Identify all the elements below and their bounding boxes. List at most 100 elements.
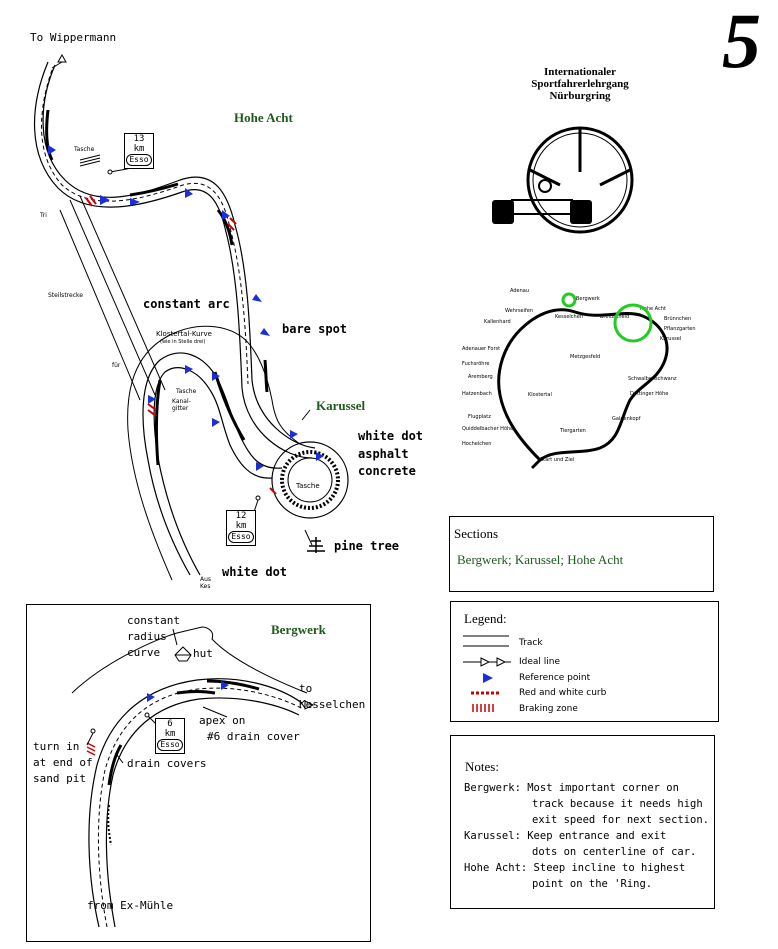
bergwerk-track-map: [71, 626, 315, 928]
svg-text:Klostertal: Klostertal: [528, 392, 552, 398]
svg-text:Döttinger Höhe: Döttinger Höhe: [630, 391, 668, 397]
legend-item-curb: Red and white curb: [519, 688, 607, 698]
notes-hohe-1: Steep incline to highest: [533, 862, 686, 874]
inset-to-kesselchen-2: Kesselchen: [299, 698, 366, 711]
km-marker-6: 6 km Esso: [155, 718, 185, 754]
inset-apex-2: #6 drain cover: [207, 730, 300, 743]
page-number: 5: [722, 0, 761, 84]
legend-symbols: [463, 635, 511, 712]
km-marker-13: 13 km Esso: [124, 133, 154, 169]
label-hohe-acht: Hohe Acht: [234, 110, 293, 125]
label-pine-tree: pine tree: [334, 539, 400, 553]
notes-karussel-2: dots on centerline of car.: [532, 846, 697, 858]
svg-text:Hocheichen: Hocheichen: [462, 441, 491, 447]
label-concrete: concrete: [358, 464, 416, 478]
svg-text:Karussel: Karussel: [660, 336, 681, 342]
legend-item-track: Track: [519, 638, 543, 648]
svg-text:Aremberg: Aremberg: [468, 374, 493, 380]
notes-bergwerk-1: Most important corner on: [527, 782, 679, 794]
svg-text:Start und Ziel: Start und Ziel: [540, 457, 574, 463]
svg-text:Tiergarten: Tiergarten: [559, 428, 586, 434]
svg-text:Adenauer Forst: Adenauer Forst: [462, 346, 500, 352]
svg-text:Pflanzgarten: Pflanzgarten: [664, 326, 696, 332]
svg-text:Adenau: Adenau: [510, 288, 529, 294]
label-asphalt: asphalt: [358, 447, 409, 461]
svg-text:Fuchsröhre: Fuchsröhre: [462, 361, 490, 367]
sections-box: Sections Bergwerk; Karussel; Hohe Acht: [449, 516, 714, 592]
notes-bergwerk-3: exit speed for next section.: [532, 814, 710, 826]
svg-text:Schwalbenschwanz: Schwalbenschwanz: [628, 376, 677, 382]
km-marker-12: 12 km Esso: [226, 510, 256, 546]
label-constant-arc: constant arc: [143, 297, 230, 311]
legend-title: Legend:: [464, 611, 507, 626]
label-kanal-gitter: Kanal-gitter: [172, 398, 191, 412]
inset-turn-in-2: at end of: [33, 756, 93, 769]
km-marker-12-num: 12: [235, 511, 247, 521]
svg-text:Metzgesfeld: Metzgesfeld: [570, 354, 600, 360]
svg-text:Hohe Acht: Hohe Acht: [640, 306, 666, 312]
bergwerk-inset: Bergwerk constant radius curve hut to Ke…: [26, 604, 371, 942]
notes-karussel-label: Karussel:: [464, 830, 521, 842]
label-tasche-small: Tasche: [74, 146, 95, 153]
notes-box: Notes: Bergwerk: Most important corner o…: [450, 735, 715, 909]
inset-to-kesselchen-1: to: [299, 682, 313, 695]
course-title-line3: Nürburgring: [549, 90, 611, 102]
inset-hut: hut: [193, 647, 213, 660]
svg-text:Hatzenbach: Hatzenbach: [462, 391, 492, 397]
label-white-dot-1: white dot: [358, 429, 424, 443]
notes-bergwerk: Bergwerk: Most important corner on track…: [464, 780, 712, 892]
course-title-line1: Internationaler: [543, 66, 617, 78]
label-klostertal: Klostertal-Kurve: [156, 330, 212, 338]
km-marker-13-unit: km: [133, 144, 145, 154]
inset-turn-in-1: turn in: [33, 740, 80, 753]
notes-karussel-1: Keep entrance and exit: [527, 830, 667, 842]
sections-title: Sections: [454, 526, 499, 541]
inset-drain-covers: drain covers: [127, 757, 207, 770]
notes-hohe-2: point on the 'Ring.: [532, 878, 653, 890]
label-bare-spot: bare spot: [282, 322, 348, 336]
km-marker-6-num: 6: [167, 719, 173, 729]
inset-constant-radius-3: curve: [127, 646, 161, 659]
label-klostertal-sub: (wie in Stelle drei): [160, 339, 206, 345]
svg-text:Wehrseifen: Wehrseifen: [505, 308, 533, 314]
label-fuer: für: [112, 362, 121, 369]
svg-text:Kallenhard: Kallenhard: [484, 319, 511, 325]
km-marker-12-unit: km: [235, 521, 247, 531]
km-marker-6-unit: km: [164, 729, 176, 739]
legend-box: Legend: Track Ideal line Reference point…: [450, 601, 719, 722]
label-karussel: Karussel: [316, 398, 366, 413]
inset-from-ex-muehle: from Ex-Mühle: [87, 899, 174, 912]
legend-item-braking-zone: Braking zone: [519, 704, 578, 714]
label-white-dot-2: white dot: [222, 565, 288, 579]
legend-item-ideal-line: Ideal line: [519, 657, 561, 667]
svg-text:Galgenkopf: Galgenkopf: [612, 416, 641, 422]
course-title-line2: Sportfahrerlehrgang: [531, 78, 629, 90]
svg-text:Bergwerk: Bergwerk: [576, 296, 600, 302]
sections-value: Bergwerk; Karussel; Hohe Acht: [457, 552, 624, 567]
notes-bergwerk-2: track because it needs high: [532, 798, 703, 810]
inset-constant-radius-2: radius: [127, 630, 167, 643]
inset-constant-radius-1: constant: [127, 614, 180, 627]
label-tasche: Tasche: [296, 482, 320, 490]
svg-text:Kesselchen: Kesselchen: [555, 314, 583, 320]
course-title: Internationaler Sportfahrerlehrgang Nürb…: [505, 66, 655, 102]
inset-to-kesselchen: to Kesselchen: [299, 681, 365, 713]
svg-text:Brünnchen: Brünnchen: [664, 316, 691, 322]
inset-turn-in: turn in at end of sand pit: [33, 739, 93, 787]
km-marker-13-brand: Esso: [126, 154, 152, 166]
km-marker-12-brand: Esso: [228, 531, 254, 543]
km-marker-6-brand: Esso: [157, 739, 183, 751]
notes-hohe-label: Hohe Acht:: [464, 862, 528, 874]
label-tri: Tri: [40, 212, 47, 219]
hut-icon: [174, 646, 192, 662]
inset-turn-in-3: sand pit: [33, 772, 86, 785]
label-steilstrecke: Steilstrecke: [48, 292, 83, 299]
notes-bergwerk-label: Bergwerk:: [464, 782, 521, 794]
inset-apex: apex on #6 drain cover: [199, 713, 300, 745]
label-aus-kes: Aus Kes: [200, 576, 212, 590]
inset-title: Bergwerk: [271, 622, 326, 637]
km-marker-13-num: 13: [133, 134, 145, 144]
label-tasche-left: Tasche: [176, 388, 197, 395]
svg-text:Quiddelbacher Höhe: Quiddelbacher Höhe: [462, 426, 513, 432]
svg-text:Flugplatz: Flugplatz: [468, 414, 491, 420]
